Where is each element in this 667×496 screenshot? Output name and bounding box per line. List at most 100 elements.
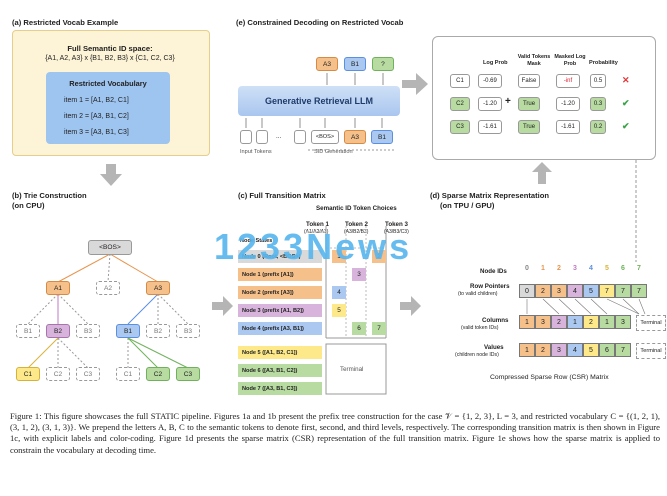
matrix-grid bbox=[306, 226, 387, 395]
probability-cell: 0.5 bbox=[590, 74, 606, 88]
value-cell: 7 bbox=[615, 343, 631, 357]
masked-log-prob-cell: -1.61 bbox=[556, 120, 580, 134]
row-pointer-cell: 7 bbox=[599, 284, 615, 298]
row-pointers-sub: (to valid children) bbox=[458, 291, 498, 297]
log-prob-cell: -1.61 bbox=[478, 120, 502, 134]
node-id: 3 bbox=[573, 265, 577, 272]
mask-cell: True bbox=[518, 120, 540, 134]
vocab-item-1: item 1 = [A1, B2, C1] bbox=[64, 97, 129, 104]
watermark-text: 1233News bbox=[214, 226, 413, 267]
vocab-item-2: item 2 = [A3, B1, C2] bbox=[64, 113, 129, 120]
node-id: 7 bbox=[637, 265, 641, 272]
token-choices-header: Semantic ID Token Choices bbox=[316, 205, 397, 212]
matrix-cell: 6 bbox=[352, 322, 366, 335]
col-valid-mask: Valid Tokens Mask bbox=[517, 54, 551, 67]
right-arrow-icon bbox=[402, 73, 428, 95]
matrix-row-2: Node 2 (prefix [A3]) bbox=[238, 286, 322, 299]
candidate-token: C1 bbox=[450, 74, 470, 88]
terminal-label: Terminal bbox=[340, 366, 364, 373]
sid-token: B1 bbox=[371, 130, 393, 144]
trie-node-b3-right: B3 bbox=[176, 324, 200, 338]
vocab-item-3: item 3 = [A3, B1, C3] bbox=[64, 129, 129, 136]
row-pointer-cell: 0 bbox=[519, 284, 535, 298]
matrix-cell: 7 bbox=[372, 322, 386, 335]
decoding-table-box bbox=[432, 36, 656, 160]
trie-node-b2-right: B2 bbox=[146, 324, 170, 338]
matrix-row-4: Node 4 (prefix [A3, B1]) bbox=[238, 322, 322, 335]
reject-icon: ✕ bbox=[622, 75, 630, 85]
llm-arrows bbox=[245, 73, 396, 151]
trie-node-c2-left: C2 bbox=[46, 367, 70, 381]
accept-icon: ✔ bbox=[622, 98, 630, 108]
input-token bbox=[294, 130, 306, 144]
trie-node-c3: C3 bbox=[176, 367, 200, 381]
trie-node-c3-left: C3 bbox=[76, 367, 100, 381]
node-id: 6 bbox=[621, 265, 625, 272]
masked-log-prob-cell: -1.20 bbox=[556, 97, 580, 111]
trie-node-c1-right: C1 bbox=[116, 367, 140, 381]
sid-generation-label: SID Generation bbox=[314, 149, 353, 155]
value-cell: 2 bbox=[535, 343, 551, 357]
accept-icon: ✔ bbox=[622, 121, 630, 131]
token-1-header: Token 1 bbox=[306, 221, 329, 228]
column-cell: 3 bbox=[535, 315, 551, 329]
col-log-prob: Log Prob bbox=[483, 60, 508, 66]
value-cell: 3 bbox=[551, 343, 567, 357]
columns-sub: (valid token IDs) bbox=[461, 325, 499, 331]
probability-cell: 0.2 bbox=[590, 120, 606, 134]
matrix-cell: 1 bbox=[332, 250, 346, 263]
csr-pointer-arrows bbox=[526, 298, 646, 315]
values-label: Values bbox=[484, 344, 504, 351]
input-token bbox=[256, 130, 268, 144]
trie-node-a3: A3 bbox=[146, 281, 170, 295]
value-cell: 4 bbox=[567, 343, 583, 357]
column-cell: 3 bbox=[615, 315, 631, 329]
node-states-label: Node States bbox=[240, 238, 273, 244]
column-cell: 2 bbox=[583, 315, 599, 329]
trie-node-a2: A2 bbox=[96, 281, 120, 295]
matrix-row-5: Node 5 ([A1, B2, C1]) bbox=[238, 346, 322, 359]
log-prob-cell: -1.20 bbox=[478, 97, 502, 111]
vocab-box bbox=[46, 72, 170, 144]
token-2-sub: (A3/B2/B3) bbox=[344, 229, 369, 235]
output-token: ? bbox=[372, 57, 394, 71]
csr-terminal-cols: Terminal bbox=[636, 315, 666, 331]
node-id: 1 bbox=[541, 265, 545, 272]
candidate-token: C2 bbox=[450, 97, 470, 111]
mask-cell: True bbox=[518, 97, 540, 111]
columns-label: Columns bbox=[482, 317, 509, 324]
matrix-row-6: Node 6 ([A3, B1, C2]) bbox=[238, 364, 322, 377]
trie-node-c1: C1 bbox=[16, 367, 40, 381]
output-token: A3 bbox=[316, 57, 338, 71]
down-arrow-icon bbox=[100, 164, 122, 186]
matrix-cell: 2 bbox=[372, 250, 386, 263]
values-sub: (children node IDs) bbox=[455, 352, 499, 358]
trie-bos-node: <BOS> bbox=[88, 240, 132, 255]
column-cell: 1 bbox=[599, 315, 615, 329]
matrix-cell: 4 bbox=[332, 286, 346, 299]
panel-d-title: (d) Sparse Matrix Representation bbox=[430, 191, 549, 200]
output-token: B1 bbox=[344, 57, 366, 71]
panel-d-subtitle: (on TPU / GPU) bbox=[440, 201, 495, 210]
value-cell: 5 bbox=[583, 343, 599, 357]
col-probability: Probability bbox=[589, 60, 618, 66]
row-pointer-cell: 7 bbox=[631, 284, 647, 298]
trie-node-b1-left: B1 bbox=[16, 324, 40, 338]
up-arrow-icon bbox=[532, 162, 552, 184]
panel-a-title: (a) Restricted Vocab Example bbox=[12, 18, 119, 27]
candidate-token: C3 bbox=[450, 120, 470, 134]
panel-b-title: (b) Trie Construction bbox=[12, 191, 87, 200]
node-id: 2 bbox=[557, 265, 561, 272]
matrix-row-7: Node 7 ([A3, B1, C3]) bbox=[238, 382, 322, 395]
node-id: 0 bbox=[525, 265, 529, 272]
panel-e-title: (e) Constrained Decoding on Restricted V… bbox=[236, 18, 404, 27]
row-pointer-cell: 4 bbox=[567, 284, 583, 298]
vocab-title: Restricted Vocabulary bbox=[69, 79, 147, 88]
trie-node-b2: B2 bbox=[46, 324, 70, 338]
trie-node-c2: C2 bbox=[146, 367, 170, 381]
row-pointer-cell: 2 bbox=[535, 284, 551, 298]
input-tokens-label: Input Tokens bbox=[240, 149, 272, 155]
row-pointer-cell: 7 bbox=[615, 284, 631, 298]
